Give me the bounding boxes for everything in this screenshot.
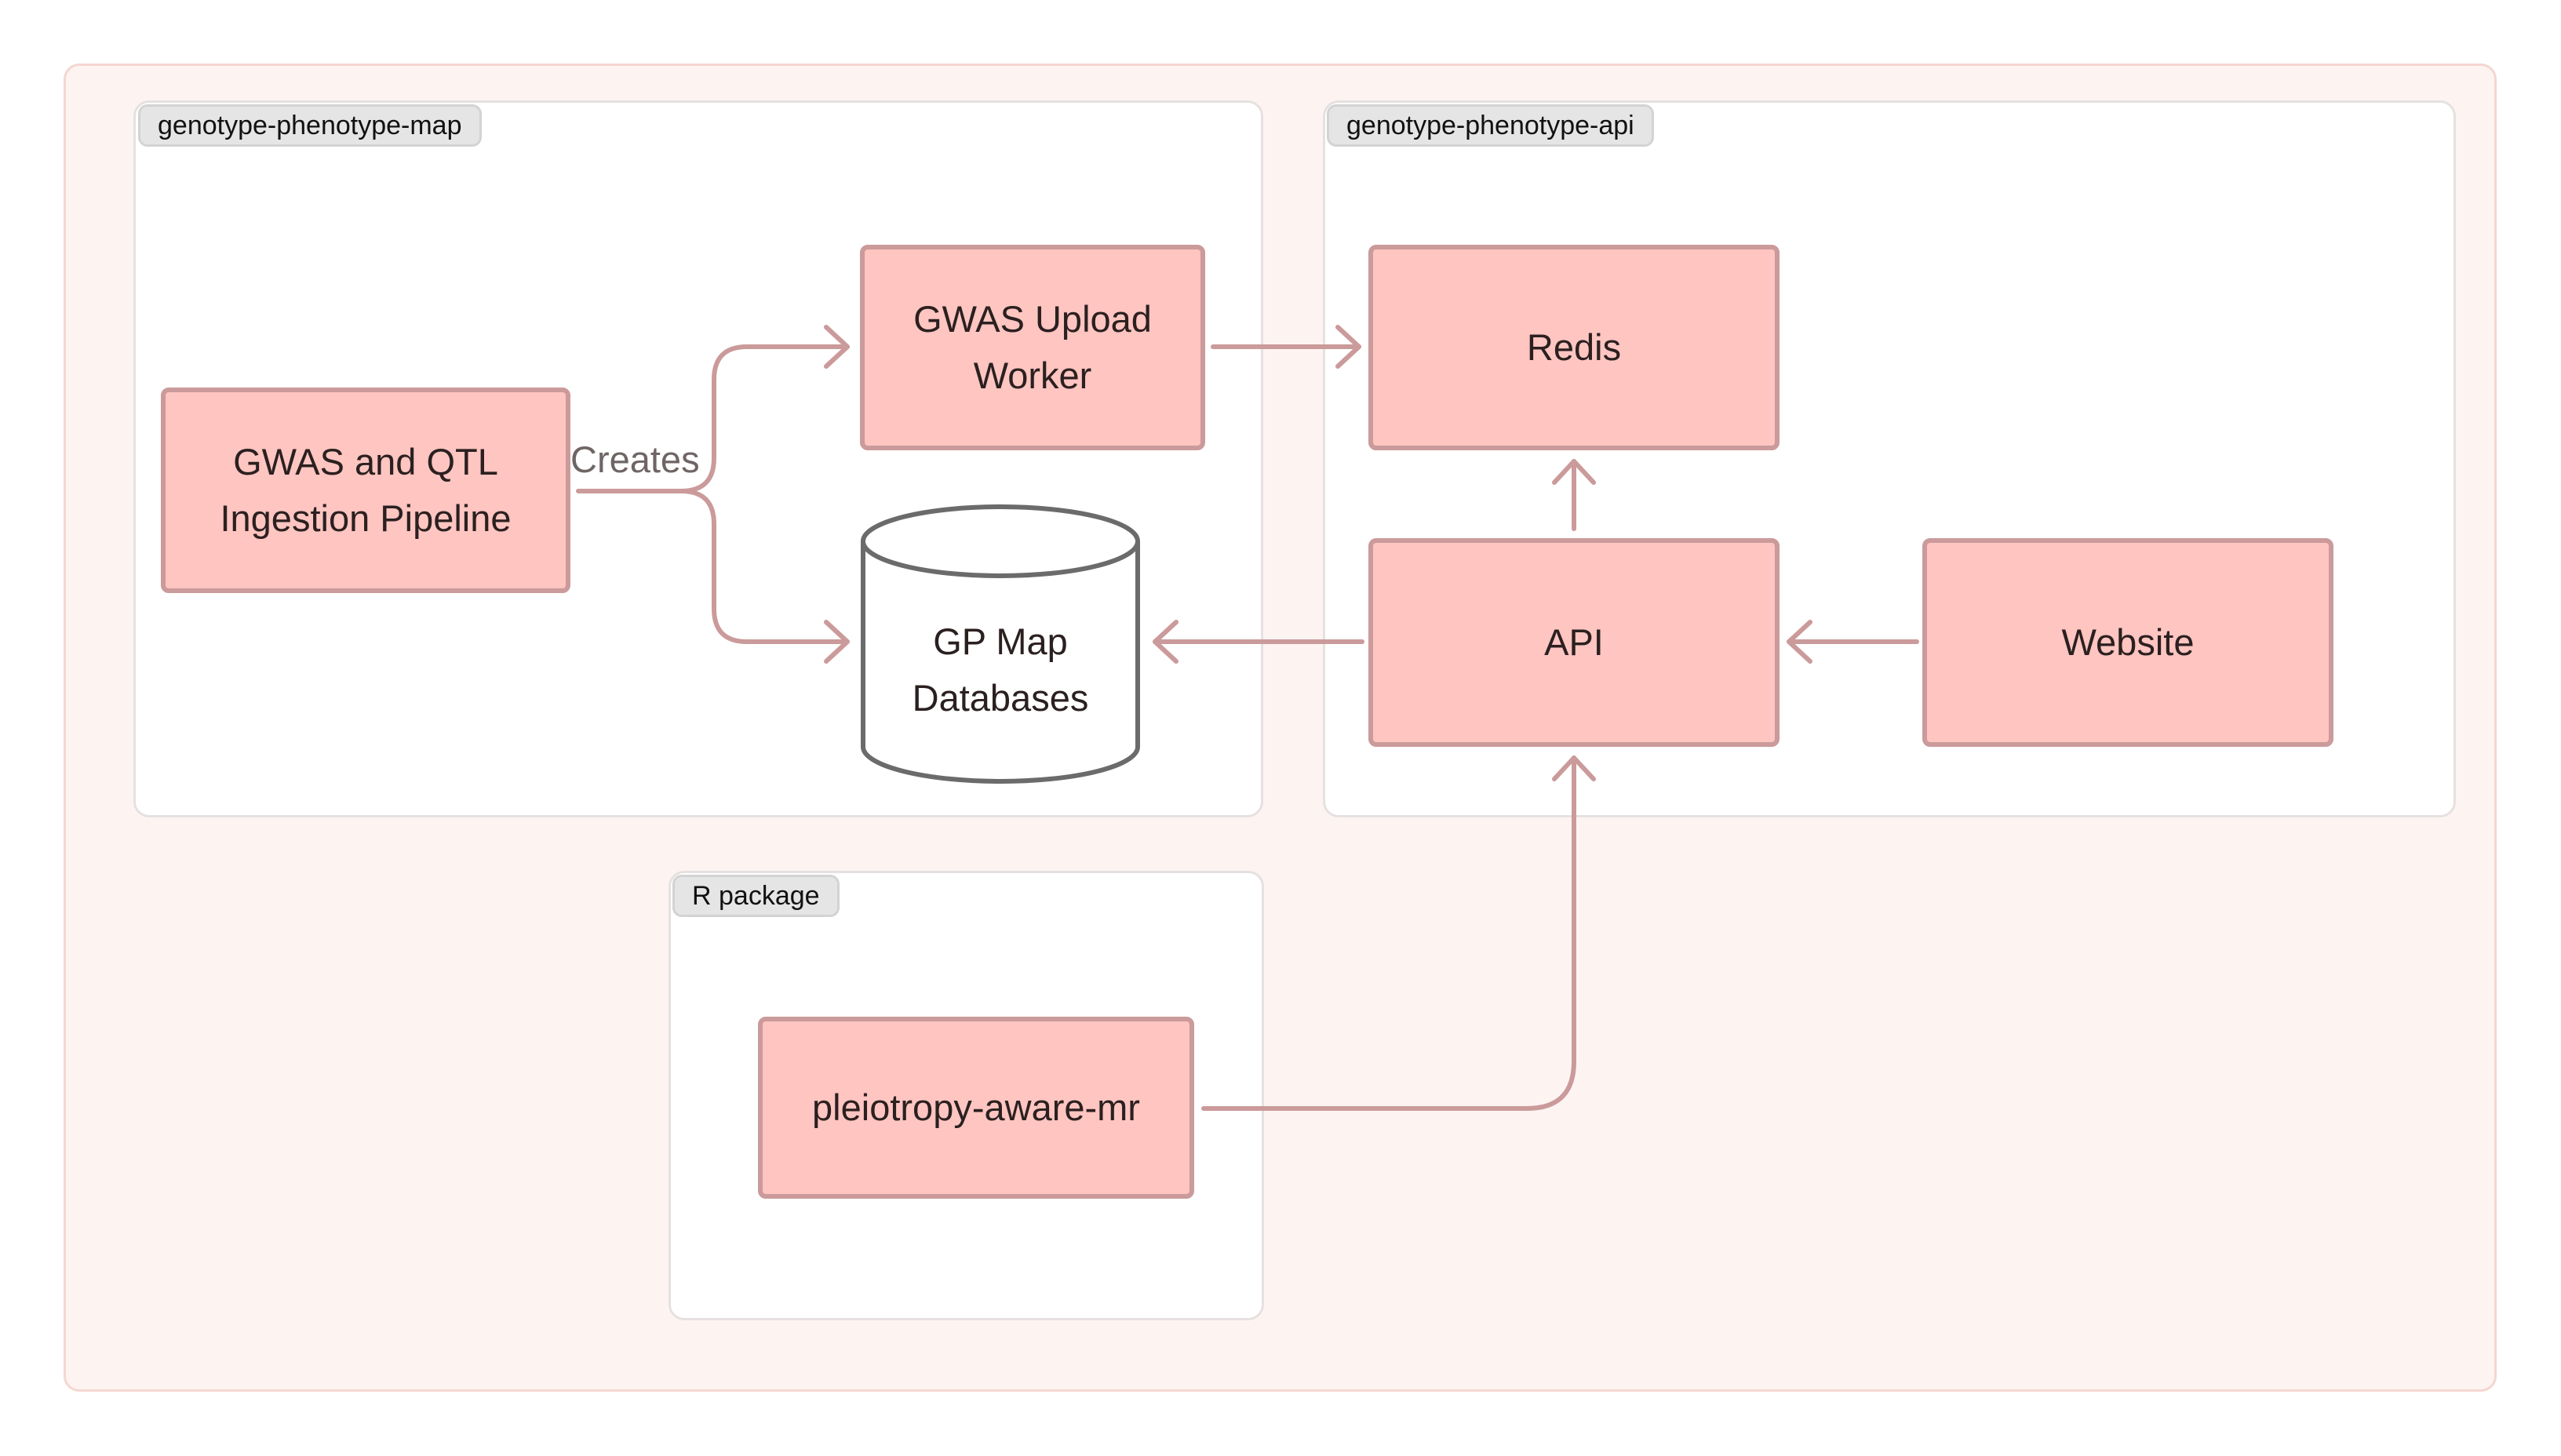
arrowhead-redis-from-worker <box>1335 325 1361 369</box>
group-label-genotype-phenotype-api: genotype-phenotype-api <box>1327 104 1654 147</box>
arrowhead-redis-from-api <box>1552 459 1596 485</box>
node-redis[interactable]: Redis <box>1368 245 1780 450</box>
node-mr-label: pleiotropy-aware-mr <box>812 1087 1140 1128</box>
arrowhead-databases-from-pipeline <box>824 620 850 664</box>
edge-pipeline-to-upload-worker <box>576 344 850 493</box>
database-cylinder-icon <box>861 504 1140 784</box>
edge-label-creates: Creates <box>569 438 701 482</box>
node-website-label: Website <box>2061 621 2195 663</box>
arrowhead-api-from-website <box>1787 620 1812 664</box>
arrowhead-upload-worker <box>824 325 850 369</box>
node-website[interactable]: Website <box>1922 538 2333 747</box>
edge-mr-to-api <box>1201 755 1576 1111</box>
arrowhead-databases-from-api <box>1153 620 1178 664</box>
node-redis-label: Redis <box>1526 326 1622 368</box>
group-label-genotype-phenotype-map: genotype-phenotype-map <box>138 104 482 147</box>
node-pipeline-label-line1: GWAS and QTL <box>233 441 498 482</box>
node-pipeline-label-line2: Ingestion Pipeline <box>220 497 512 539</box>
node-databases-label-line1: GP Map <box>933 621 1068 662</box>
edge-pipeline-to-databases <box>679 489 850 644</box>
arrowhead-api-from-mr <box>1552 755 1596 781</box>
node-databases-label-line2: Databases <box>912 677 1089 719</box>
node-gwas-qtl-ingestion-pipeline[interactable]: GWAS and QTL Ingestion Pipeline <box>161 388 570 593</box>
node-gwas-upload-worker[interactable]: GWAS Upload Worker <box>860 245 1205 450</box>
node-upload-worker-label-line1: GWAS Upload <box>913 298 1152 340</box>
node-api[interactable]: API <box>1368 538 1780 747</box>
node-api-label: API <box>1544 621 1604 663</box>
node-pleiotropy-aware-mr[interactable]: pleiotropy-aware-mr <box>758 1017 1194 1199</box>
node-upload-worker-label-line2: Worker <box>973 355 1092 396</box>
group-label-r-package: R package <box>672 875 840 917</box>
node-gp-map-databases[interactable]: GP Map Databases <box>858 613 1142 726</box>
